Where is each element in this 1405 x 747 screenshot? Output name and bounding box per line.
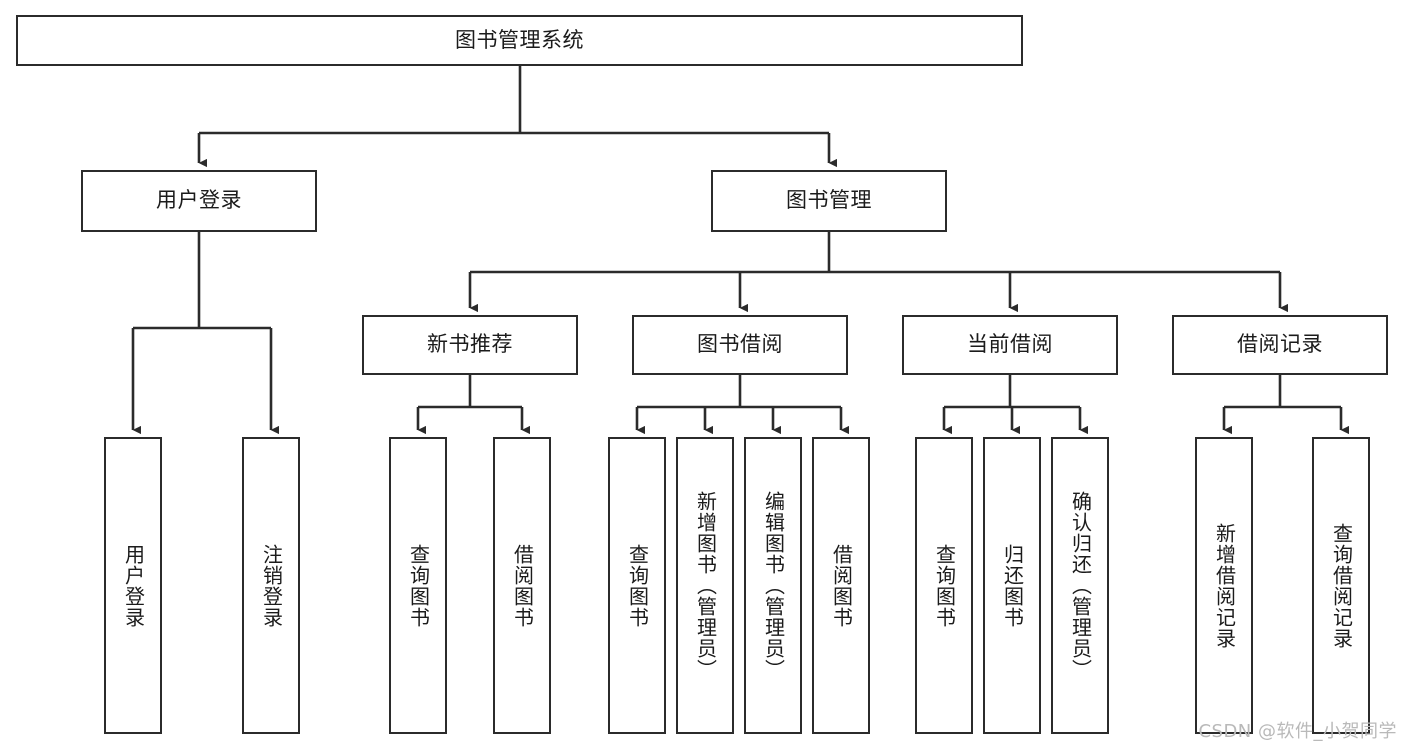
- node-leaf-query-book-2-label: 查询图书: [625, 543, 650, 628]
- node-book-manage-label: 图书管理: [786, 188, 872, 213]
- node-leaf-borrow-book-2-label: 借阅图书: [829, 543, 854, 628]
- node-leaf-add-book[interactable]: 新增图书（管理员）: [676, 437, 734, 734]
- node-book-manage[interactable]: 图书管理: [711, 170, 947, 232]
- node-leaf-query-book-1[interactable]: 查询图书: [389, 437, 447, 734]
- node-leaf-edit-book[interactable]: 编辑图书（管理员）: [744, 437, 802, 734]
- node-leaf-query-book-3[interactable]: 查询图书: [915, 437, 973, 734]
- node-user-login-label: 用户登录: [156, 188, 242, 213]
- node-leaf-query-book-2[interactable]: 查询图书: [608, 437, 666, 734]
- watermark-text: CSDN @软件_小贺同学: [1198, 721, 1397, 742]
- node-leaf-user-login[interactable]: 用户登录: [104, 437, 162, 734]
- node-leaf-add-book-label: 新增图书（管理员）: [693, 491, 718, 680]
- node-leaf-add-record-label: 新增借阅记录: [1212, 522, 1237, 649]
- node-new-book-recommend-label: 新书推荐: [427, 332, 513, 357]
- node-leaf-query-book-3-label: 查询图书: [932, 543, 957, 628]
- node-leaf-add-record[interactable]: 新增借阅记录: [1195, 437, 1253, 734]
- node-new-book-recommend[interactable]: 新书推荐: [362, 315, 578, 375]
- node-leaf-logout-login-label: 注销登录: [259, 543, 284, 628]
- node-book-borrow[interactable]: 图书借阅: [632, 315, 848, 375]
- node-leaf-borrow-book-1-label: 借阅图书: [510, 543, 535, 628]
- node-book-borrow-label: 图书借阅: [697, 332, 783, 357]
- node-leaf-logout-login[interactable]: 注销登录: [242, 437, 300, 734]
- node-leaf-query-record-label: 查询借阅记录: [1329, 522, 1354, 649]
- node-root-label: 图书管理系统: [455, 27, 584, 52]
- node-leaf-confirm-return-label: 确认归还（管理员）: [1068, 491, 1093, 680]
- node-leaf-query-book-1-label: 查询图书: [406, 543, 431, 628]
- node-current-borrow[interactable]: 当前借阅: [902, 315, 1118, 375]
- node-leaf-borrow-book-1[interactable]: 借阅图书: [493, 437, 551, 734]
- node-borrow-record-label: 借阅记录: [1237, 332, 1323, 357]
- node-leaf-borrow-book-2[interactable]: 借阅图书: [812, 437, 870, 734]
- node-leaf-edit-book-label: 编辑图书（管理员）: [761, 491, 786, 680]
- node-user-login[interactable]: 用户登录: [81, 170, 317, 232]
- node-current-borrow-label: 当前借阅: [967, 332, 1053, 357]
- node-root-book-management-system[interactable]: 图书管理系统: [16, 15, 1023, 66]
- node-leaf-confirm-return[interactable]: 确认归还（管理员）: [1051, 437, 1109, 734]
- node-leaf-return-book-label: 归还图书: [1000, 543, 1025, 628]
- node-leaf-query-record[interactable]: 查询借阅记录: [1312, 437, 1370, 734]
- node-leaf-return-book[interactable]: 归还图书: [983, 437, 1041, 734]
- node-borrow-record[interactable]: 借阅记录: [1172, 315, 1388, 375]
- node-leaf-user-login-label: 用户登录: [121, 543, 146, 628]
